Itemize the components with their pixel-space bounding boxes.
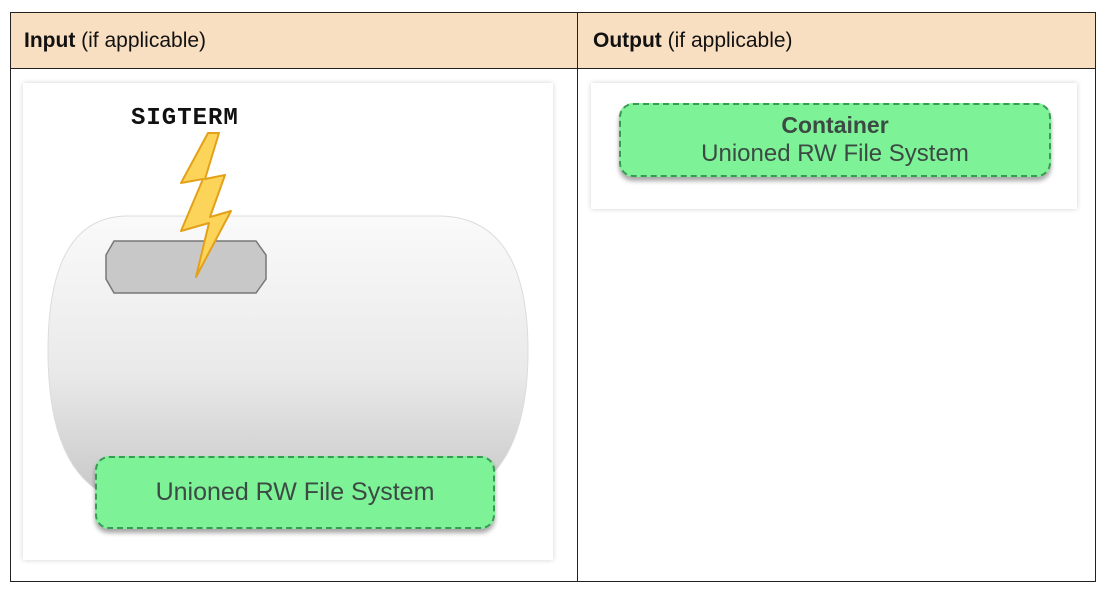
input-filesystem-box: Unioned RW File System [95,456,495,529]
output-header-bold: Output [593,29,662,52]
input-diagram-art [47,132,529,504]
input-column-header: Input (if applicable) [24,13,206,69]
output-filesystem-label: Unioned RW File System [701,140,969,167]
output-diagram-panel: Container Unioned RW File System [591,83,1077,209]
input-header-note: (if applicable) [75,29,207,52]
input-diagram-panel: SIGTERM Unioned RW File System [23,83,553,560]
comparison-table: Input (if applicable) Output (if applica… [10,12,1096,582]
process-octagon-icon [105,240,267,294]
column-divider [577,13,578,581]
output-container-box: Container Unioned RW File System [619,103,1051,177]
input-header-bold: Input [24,29,76,52]
output-column-header: Output (if applicable) [593,13,793,69]
table-header-row: Input (if applicable) Output (if applica… [11,13,1095,69]
container-title: Container [781,112,889,138]
output-header-note: (if applicable) [661,29,793,52]
sigterm-label: SIGTERM [131,105,239,132]
lightning-bolt-icon [180,132,232,278]
